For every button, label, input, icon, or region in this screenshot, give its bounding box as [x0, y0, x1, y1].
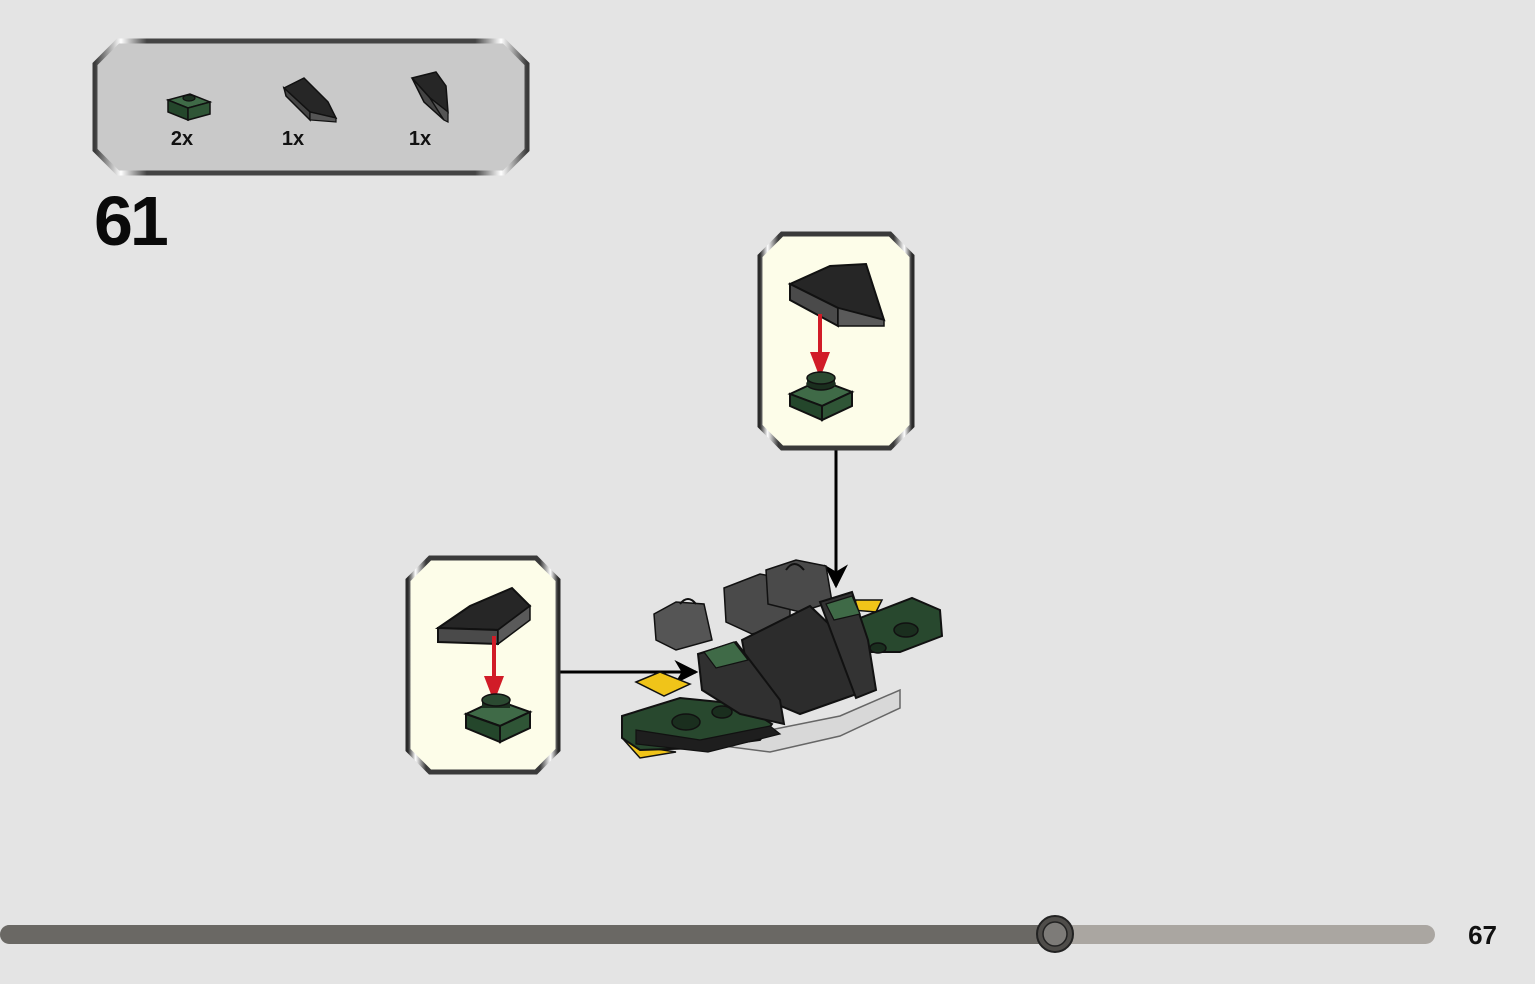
black-wedge-on-green-plate-icon — [787, 262, 886, 422]
part-quantity-plate: 2x — [170, 128, 194, 150]
progress-bar-fill — [0, 925, 1055, 944]
green-plate-1x1-icon — [165, 93, 213, 122]
model-assembly — [621, 559, 944, 759]
part-quantity-wedge-left: 1x — [281, 128, 305, 150]
step-number: 61 — [94, 182, 169, 260]
callout-left — [405, 555, 561, 775]
progress-knob — [1035, 915, 1074, 953]
callout-top — [757, 231, 915, 451]
page-number: 67 — [1468, 920, 1497, 950]
part-quantity-wedge-right: 1x — [408, 128, 432, 150]
black-wedge-on-green-plate-icon — [434, 586, 533, 744]
black-wedge-right-icon — [410, 71, 449, 123]
black-wedge-left-icon — [282, 77, 338, 123]
build-scene — [405, 231, 944, 775]
progress-bar-track — [0, 925, 1435, 944]
parts-list-box — [92, 38, 530, 176]
